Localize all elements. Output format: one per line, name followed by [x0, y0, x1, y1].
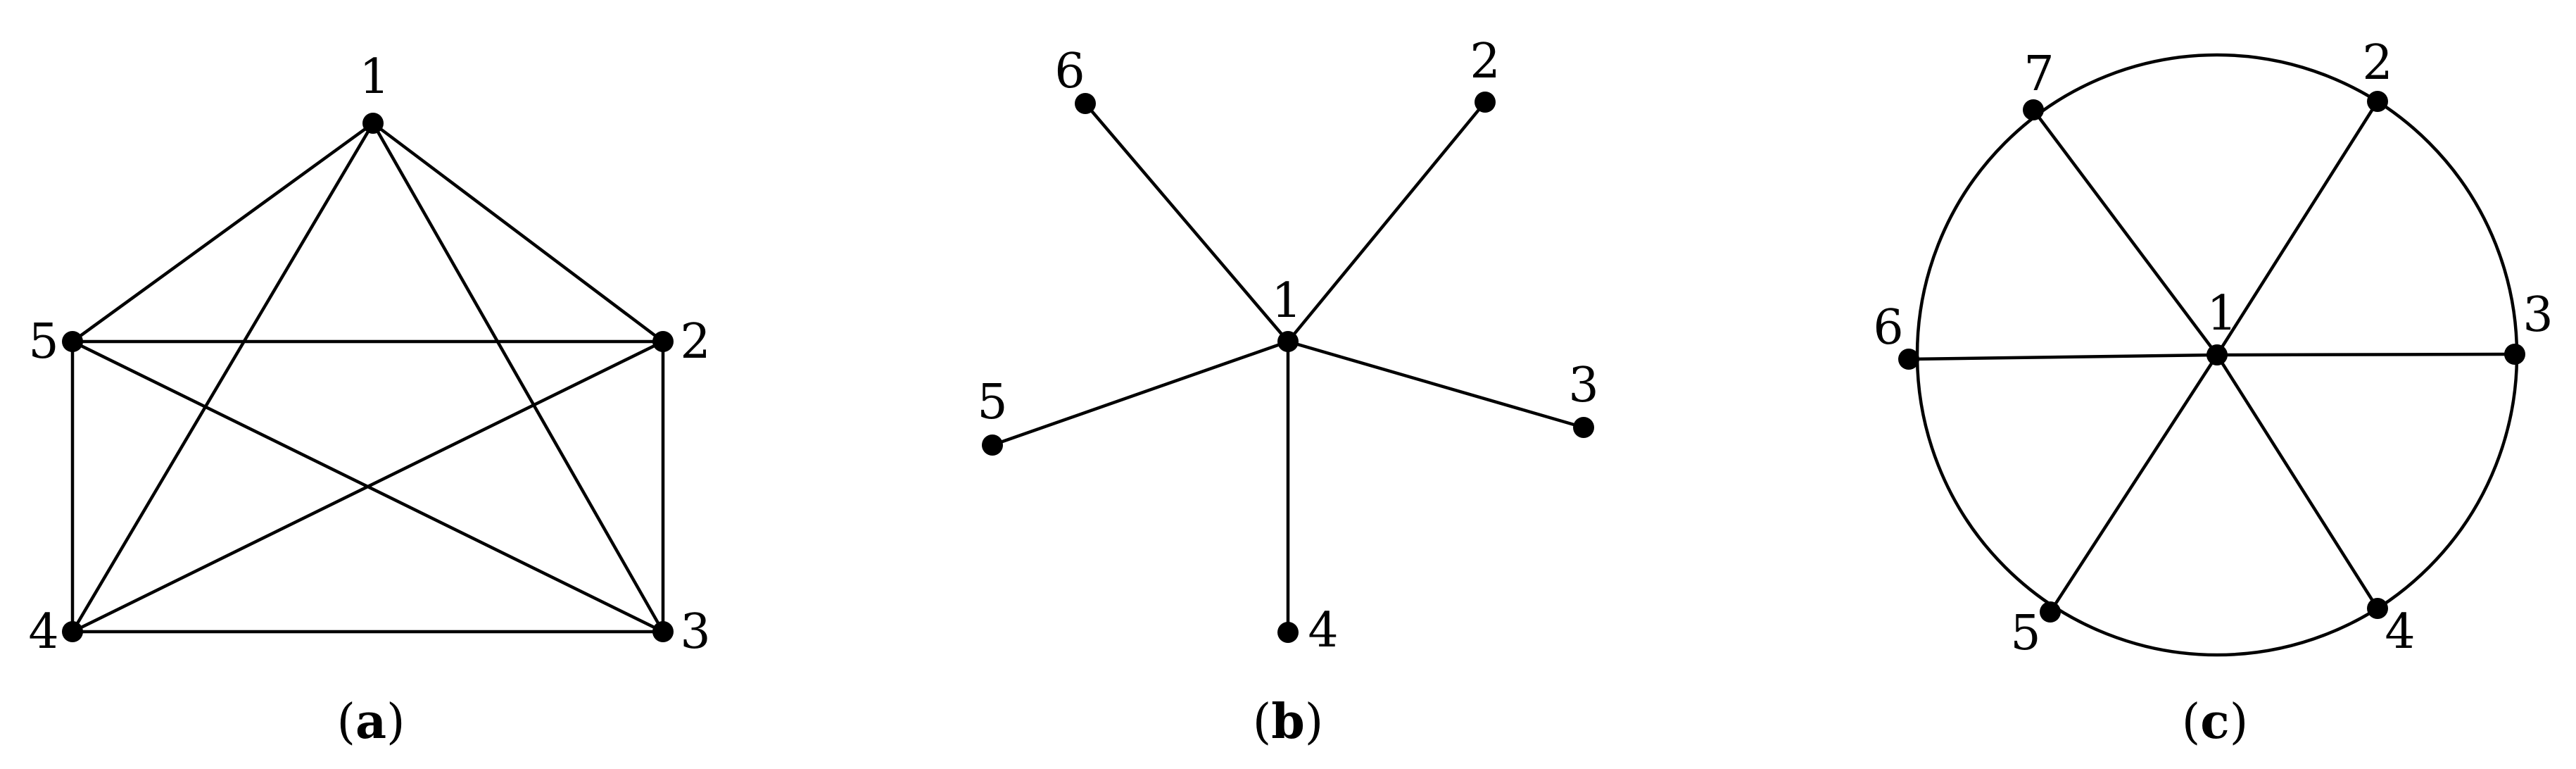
panel-a-edge-1-5 — [71, 122, 374, 343]
panel-a-node-label-1: 1 — [359, 49, 389, 105]
panel-c-edge-1-7 — [2032, 108, 2218, 356]
panel-c-node-5 — [2040, 601, 2061, 623]
panel-c: 1 2 3 4 5 6 7 — [1873, 35, 2553, 661]
panel-a-edge-1-2 — [372, 122, 664, 343]
panel-b-node-6 — [1075, 93, 1096, 114]
panel-b-node-4 — [1277, 622, 1299, 643]
panel-a-node-label-4: 4 — [28, 604, 58, 660]
caption-c: (c) — [2182, 694, 2248, 750]
caption-a: (a) — [336, 694, 405, 750]
panel-c-node-2 — [2367, 91, 2388, 112]
panel-b-node-5 — [982, 434, 1003, 456]
panel-c-node-1 — [2206, 344, 2228, 365]
panel-b: 1 2 3 4 5 6 — [977, 34, 1598, 658]
panel-a-node-label-2: 2 — [680, 314, 710, 370]
panel-c-node-7 — [2023, 99, 2044, 120]
panel-a-edge-1-3 — [372, 122, 664, 633]
panel-c-edge-1-3 — [2216, 352, 2515, 357]
panel-b-node-2 — [1475, 92, 1496, 113]
panel-a-node-label-3: 3 — [680, 604, 710, 660]
panel-b-edge-1-6 — [1084, 102, 1289, 343]
caption-b: (b) — [1253, 694, 1324, 750]
panel-b-edge-1-3 — [1287, 339, 1584, 430]
panel-c-node-label-6: 6 — [1873, 300, 1903, 356]
panel-b-edge-1-5 — [992, 339, 1289, 447]
panel-c-edge-1-4 — [2216, 354, 2379, 610]
caption-b-letter: b — [1271, 694, 1305, 750]
panel-c-node-label-5: 5 — [2010, 606, 2040, 661]
panel-c-node-6 — [1898, 349, 1919, 370]
panel-b-node-label-4: 4 — [1308, 603, 1338, 658]
panel-a-node-3 — [652, 621, 674, 642]
panel-a-edge-3-5 — [72, 339, 664, 634]
panel-b-node-label-3: 3 — [1568, 358, 1598, 413]
panel-a-node-5 — [62, 331, 83, 352]
panel-a-node-1 — [362, 113, 384, 134]
caption-a-letter: a — [355, 694, 386, 750]
panel-b-node-1 — [1277, 331, 1299, 352]
panel-b-node-label-1: 1 — [1271, 273, 1301, 329]
panel-b-node-label-2: 2 — [1470, 34, 1500, 89]
panel-c-node-3 — [2504, 344, 2525, 365]
panel-b-edge-1-2 — [1287, 101, 1486, 343]
panel-c-node-label-7: 7 — [2023, 46, 2054, 102]
panel-b-node-3 — [1573, 417, 1594, 438]
panel-a-node-label-5: 5 — [28, 314, 58, 370]
panel-c-edge-1-2 — [2216, 100, 2379, 356]
caption-c-letter: c — [2200, 694, 2229, 750]
panel-a-node-2 — [652, 331, 674, 352]
panel-a-edge-1-4 — [71, 122, 374, 633]
panel-c-edge-1-6 — [1908, 353, 2218, 361]
panel-a: 1 2 3 4 5 — [28, 49, 710, 660]
panel-c-node-label-2: 2 — [2362, 35, 2392, 91]
panel-b-node-label-5: 5 — [977, 375, 1007, 430]
panel-c-node-label-3: 3 — [2523, 287, 2553, 343]
panel-c-node-4 — [2367, 598, 2388, 619]
panel-c-edge-1-5 — [2049, 354, 2218, 613]
panel-b-node-label-6: 6 — [1054, 44, 1085, 99]
panel-c-node-label-1: 1 — [2206, 286, 2237, 342]
panel-c-node-label-4: 4 — [2385, 604, 2415, 660]
panel-a-node-4 — [62, 621, 83, 642]
